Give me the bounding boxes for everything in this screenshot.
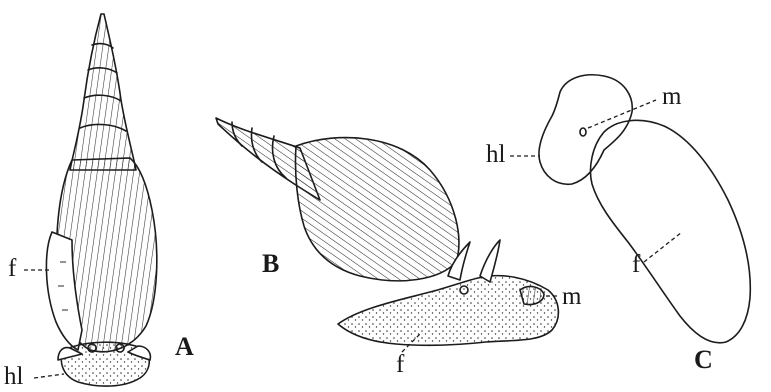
panel-b-annotation-m: m xyxy=(562,283,582,310)
panel-c-annotation-hl: hl xyxy=(486,141,506,168)
panel-c-leader-f xyxy=(644,232,682,262)
panel-a-annotation-f: f xyxy=(8,255,17,282)
panel-a-leader-hl xyxy=(34,374,64,378)
panel-c-foot-outline xyxy=(591,120,751,342)
panel-c-label: C xyxy=(694,345,713,374)
panel-a-shell-spire xyxy=(70,14,136,170)
panel-b-label: B xyxy=(262,249,279,278)
panel-a-annotation-hl: hl xyxy=(4,363,24,390)
panel-b-shell xyxy=(216,118,459,281)
panel-a: A f hl xyxy=(4,14,194,390)
panel-c-annotation-f: f xyxy=(632,251,641,278)
panel-c-mouth xyxy=(580,128,586,136)
panel-b: B m f xyxy=(216,118,582,378)
panel-c-annotation-m: m xyxy=(662,83,682,110)
panel-a-head xyxy=(58,342,150,386)
panel-a-label: A xyxy=(175,332,194,361)
panel-b-annotation-f: f xyxy=(396,351,405,378)
panel-c-leader-m xyxy=(588,100,656,128)
